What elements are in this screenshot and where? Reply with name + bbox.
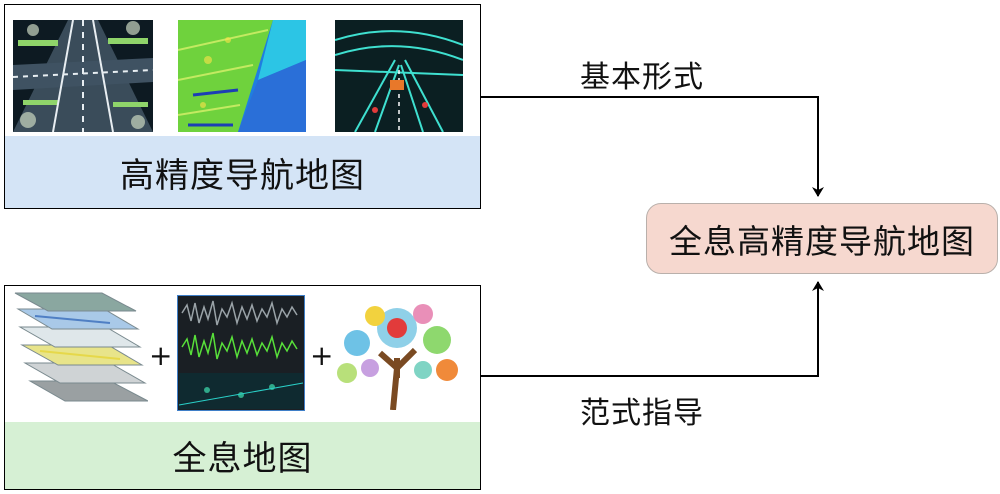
arrow-paradigm-guide — [481, 281, 824, 377]
plus-sign: + — [310, 339, 334, 372]
holographic-hd-map-node: 全息高精度导航地图 — [646, 203, 998, 274]
holographic-map-caption: 全息地图 — [5, 422, 480, 489]
audio-waveform-scene-icon — [177, 295, 305, 411]
highway-interchange-lane-map-icon — [335, 20, 463, 132]
hd-map-panel: 高精度导航地图 — [4, 4, 481, 209]
social-media-tree-icon — [335, 298, 463, 410]
hd-map-caption: 高精度导航地图 — [5, 136, 480, 208]
arrow-basic-form — [481, 96, 824, 197]
plus-sign: + — [149, 339, 173, 372]
basic-form-label: 基本形式 — [580, 60, 704, 95]
holographic-map-panel: + + 全息地图 — [4, 285, 481, 490]
paradigm-guide-label: 范式指导 — [580, 396, 704, 431]
lidar-scan-map-icon — [178, 20, 306, 132]
hd-road-point-cloud-icon — [13, 20, 153, 132]
layered-map-stack-icon — [14, 292, 148, 402]
